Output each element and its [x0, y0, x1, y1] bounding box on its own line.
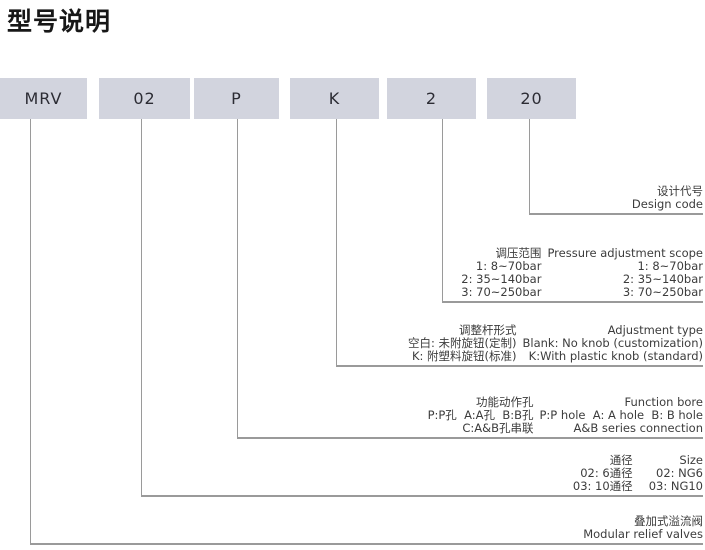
leader-hline-size	[141, 495, 703, 497]
bore-option-en: A&B series connection	[573, 421, 703, 435]
pressure-option-en: 3: 70~250bar	[622, 285, 703, 299]
pressure-option-en: 1: 8~70bar	[637, 259, 703, 273]
model-box-size: 02	[99, 78, 190, 119]
size-option-en: 02: NG6	[656, 466, 703, 480]
size-option-en: 03: NG10	[648, 479, 703, 493]
bore-header-en: Function bore	[624, 395, 703, 409]
bore-option-cn: P:P孔 A:A孔 B:B孔	[427, 408, 534, 422]
adjustment-option-en: Blank: No knob (customization)	[522, 336, 703, 350]
bore-option-row: C:A&B孔串联 A&B series connection	[428, 422, 703, 435]
size-option-row: 03: 10通径 03: NG10	[573, 480, 703, 493]
adjustment-option-row: K: 附塑料旋钮(标准) K:With plastic knob (standa…	[408, 350, 703, 363]
leader-hline-bore	[237, 437, 703, 439]
pressure-option-row: 3: 70~250bar 3: 70~250bar	[461, 286, 703, 299]
size-header-row: 通径 Size	[573, 454, 703, 467]
leader-hline-pressure	[442, 301, 703, 303]
size-option-row: 02: 6通径 02: NG6	[573, 467, 703, 480]
adjustment-option-cn: K: 附塑料旋钮(标准)	[411, 349, 517, 363]
legend-size: 通径 Size 02: 6通径 02: NG6 03: 10通径 03: NG1…	[573, 454, 703, 493]
adjustment-option-en: K:With plastic knob (standard)	[528, 349, 703, 363]
pressure-header-cn: 调压范围	[495, 246, 542, 260]
pressure-option-row: 1: 8~70bar 1: 8~70bar	[461, 260, 703, 273]
bore-option-row: P:P孔 A:A孔 B:B孔 P:P hole A: A hole B: B h…	[428, 409, 703, 422]
legend-function-bore: 功能动作孔 Function bore P:P孔 A:A孔 B:B孔 P:P h…	[428, 396, 703, 435]
pressure-header-row: 调压范围 Pressure adjustment scope	[461, 247, 703, 260]
pressure-option-cn: 1: 8~70bar	[475, 259, 542, 273]
leader-vline-knob	[336, 119, 337, 365]
legend-pressure-scope: 调压范围 Pressure adjustment scope 1: 8~70ba…	[461, 247, 703, 299]
leader-vline-pressure	[442, 119, 443, 301]
bore-option-cn: C:A&B孔串联	[462, 421, 534, 435]
leader-hline-series	[30, 543, 703, 545]
leader-vline-bore	[237, 119, 238, 437]
pressure-option-cn: 2: 35~140bar	[461, 272, 542, 286]
product-name-en: Modular relief valves	[583, 527, 703, 541]
model-box-pressure: 2	[387, 78, 476, 119]
size-option-cn: 02: 6通径	[580, 466, 633, 480]
pressure-option-en: 2: 35~140bar	[622, 272, 703, 286]
size-option-cn: 03: 10通径	[572, 479, 633, 493]
product-name-cn: 叠加式溢流阀	[634, 514, 703, 528]
design-code-label-en: Design code	[631, 197, 703, 211]
leader-vline-design	[529, 119, 530, 213]
legend-design-code: 设计代号 Design code	[632, 185, 703, 211]
pressure-option-cn: 3: 70~250bar	[461, 285, 542, 299]
adjustment-option-cn: 空白: 未附旋钮(定制)	[408, 336, 517, 350]
adjustment-header-cn: 调整杆形式	[459, 323, 517, 337]
design-code-label-cn: 设计代号	[657, 184, 703, 198]
pressure-header-en: Pressure adjustment scope	[547, 246, 703, 260]
model-box-design: 20	[487, 78, 576, 119]
model-box-series: MRV	[0, 78, 87, 119]
bore-header-row: 功能动作孔 Function bore	[428, 396, 703, 409]
model-box-knob: K	[290, 78, 379, 119]
bore-header-cn: 功能动作孔	[476, 395, 534, 409]
legend-adjustment-type: 调整杆形式 Adjustment type 空白: 未附旋钮(定制) Blank…	[408, 324, 703, 363]
adjustment-header-en: Adjustment type	[607, 323, 703, 337]
leader-hline-design	[529, 213, 703, 215]
adjustment-option-row: 空白: 未附旋钮(定制) Blank: No knob (customizati…	[408, 337, 703, 350]
page-title: 型号说明	[7, 7, 112, 36]
legend-product-name: 叠加式溢流阀 Modular relief valves	[583, 515, 703, 541]
adjustment-header-row: 调整杆形式 Adjustment type	[408, 324, 703, 337]
model-box-bore: P	[194, 78, 279, 119]
leader-hline-knob	[336, 365, 703, 367]
size-header-en: Size	[679, 453, 703, 467]
bore-option-en: P:P hole A: A hole B: B hole	[539, 408, 704, 422]
leader-vline-size	[141, 119, 142, 495]
pressure-option-row: 2: 35~140bar 2: 35~140bar	[461, 273, 703, 286]
leader-vline-series	[30, 119, 31, 543]
size-header-cn: 通径	[609, 453, 633, 467]
